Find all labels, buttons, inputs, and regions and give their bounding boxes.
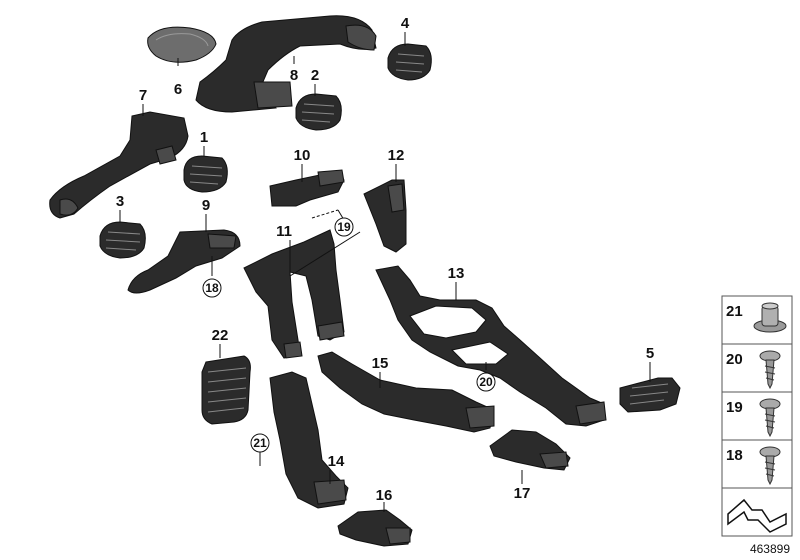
part-13-duct — [375, 265, 607, 427]
part-6-grille — [147, 26, 217, 63]
screw-18-icon — [759, 446, 781, 486]
part-14-duct — [269, 371, 349, 509]
screw-19-icon — [759, 398, 781, 438]
callout-9: 9 — [202, 197, 210, 214]
circled-19: 19 — [337, 220, 351, 234]
screw-20-icon — [759, 350, 781, 390]
callout-1: 1 — [200, 129, 208, 146]
callout-2: 2 — [311, 67, 319, 84]
part-4-vent — [387, 43, 432, 81]
grouping-symbol-icon — [727, 498, 787, 533]
callout-14: 14 — [328, 453, 345, 470]
part-11-duct — [243, 229, 345, 359]
callout-12: 12 — [388, 147, 405, 164]
panel-label-21: 21 — [726, 303, 743, 320]
part-10-duct — [269, 169, 345, 207]
part-17-shell — [489, 429, 571, 471]
circled-20: 20 — [479, 375, 493, 389]
panel-label-19: 19 — [726, 399, 743, 416]
part-15-duct — [317, 351, 495, 433]
part-16-shell — [337, 509, 413, 547]
callout-17: 17 — [514, 485, 531, 502]
callout-8: 8 — [290, 67, 298, 84]
callout-4: 4 — [401, 15, 410, 32]
part-22-vent — [201, 355, 251, 425]
callout-16: 16 — [376, 487, 393, 504]
part-3-vent — [99, 221, 146, 259]
part-9-duct — [127, 229, 241, 294]
callout-7: 7 — [139, 87, 147, 104]
part-5-vent — [619, 377, 681, 413]
circled-21: 21 — [253, 436, 267, 450]
part-2-vent — [295, 93, 342, 131]
leader-lines — [119, 32, 651, 512]
callout-13: 13 — [448, 265, 465, 282]
part-1-vent — [183, 155, 228, 193]
panel-label-18: 18 — [726, 447, 743, 464]
panel-label-20: 20 — [726, 351, 743, 368]
part-8-duct — [195, 15, 377, 113]
callout-10: 10 — [294, 147, 311, 164]
callout-5: 5 — [646, 345, 654, 362]
callout-3: 3 — [116, 193, 124, 210]
part-12-duct — [363, 179, 407, 253]
reference-number: 463899 — [750, 542, 790, 556]
callout-22: 22 — [212, 327, 229, 344]
callout-labels: 1 2 3 4 5 6 7 8 9 10 11 12 13 14 15 16 1… — [116, 15, 654, 504]
circled-callouts: 19 18 20 21 — [202, 217, 496, 453]
callout-11: 11 — [276, 223, 292, 240]
callout-6: 6 — [174, 81, 182, 98]
circled-18: 18 — [205, 281, 219, 295]
part-7-duct — [49, 111, 189, 219]
clip-nut-icon — [753, 302, 787, 333]
fastener-panel: 21 20 19 18 — [721, 295, 793, 537]
callout-15: 15 — [372, 355, 389, 372]
